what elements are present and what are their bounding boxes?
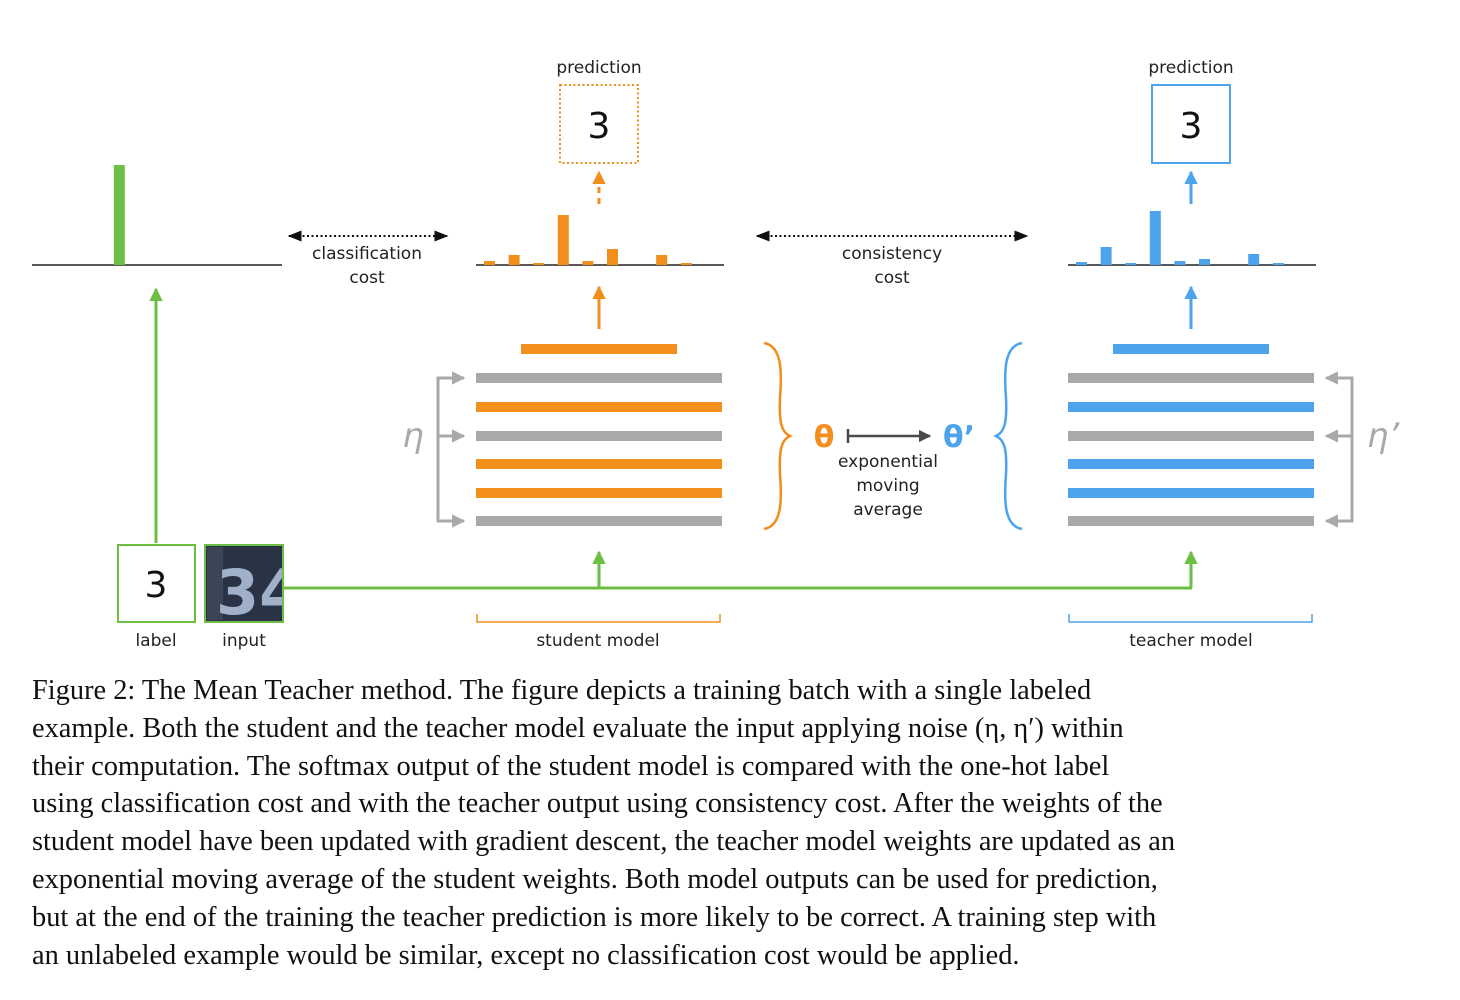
teacher-bar xyxy=(1076,262,1087,265)
teacher-output-layer xyxy=(1113,344,1269,354)
theta-prime-symbol: θ’ xyxy=(943,420,975,455)
student-network xyxy=(476,344,722,526)
teacher-bar xyxy=(1248,254,1260,265)
teacher-noise-layer xyxy=(1068,516,1314,526)
student-bar xyxy=(508,255,520,265)
teacher-softmax-plot xyxy=(1068,211,1316,266)
student-bar xyxy=(582,261,594,265)
student-model-bracket xyxy=(476,614,721,623)
teacher-noise-layer xyxy=(1068,431,1314,441)
student-output-layer xyxy=(521,344,677,354)
label-one-hot-plot xyxy=(32,165,282,266)
student-noise-layer xyxy=(476,373,722,383)
student-noise-layer xyxy=(476,431,722,441)
teacher-bars xyxy=(1076,211,1284,265)
teacher-noise-bracket xyxy=(1324,371,1354,528)
teacher-weights-brace xyxy=(992,341,1023,531)
caption-line: example. Both the student and the teache… xyxy=(32,712,1124,744)
teacher-prediction-value: 3 xyxy=(1180,106,1203,147)
teacher-hidden-layer xyxy=(1068,402,1314,412)
teacher-prediction-label: prediction xyxy=(1148,58,1233,78)
student-bar xyxy=(557,215,569,265)
figure-caption: Figure 2: The Mean Teacher method. The f… xyxy=(32,672,1400,974)
student-bar xyxy=(680,263,692,265)
consistency-cost-label-1: consistency xyxy=(842,244,942,264)
caption-line: but at the end of the training the teach… xyxy=(32,901,1157,933)
teacher-bar xyxy=(1125,263,1137,265)
student-bar xyxy=(533,263,545,265)
theta-symbol: θ xyxy=(814,420,835,455)
ema-label-2: moving xyxy=(856,476,919,496)
student-bars xyxy=(484,215,692,265)
teacher-hidden-layer xyxy=(1068,488,1314,498)
student-bar xyxy=(484,261,495,265)
eta-prime-symbol: η’ xyxy=(1367,416,1401,456)
student-prediction-value: 3 xyxy=(588,106,611,147)
caption-line: student model have been updated with gra… xyxy=(32,826,1176,858)
input-image-digits: 34 xyxy=(216,556,302,629)
caption-line: Figure 2: The Mean Teacher method. The f… xyxy=(32,675,1092,706)
caption-line: using classification cost and with the t… xyxy=(32,788,1163,820)
student-noise-bracket xyxy=(436,371,466,528)
label-box xyxy=(117,544,196,623)
teacher-noise-layer xyxy=(1068,373,1314,383)
label-bars xyxy=(113,165,125,265)
consistency-cost-label-2: cost xyxy=(874,268,910,288)
student-softmax-plot xyxy=(476,215,724,266)
teacher-bar xyxy=(1199,259,1210,265)
teacher-prediction-box xyxy=(1151,84,1231,164)
ema-label-3: average xyxy=(853,500,923,520)
mean-teacher-diagram: classification cost prediction 3 consist… xyxy=(32,58,1401,651)
student-bar xyxy=(656,255,668,265)
caption-line: exponential moving average of the studen… xyxy=(32,863,1158,895)
ema-label-1: exponential xyxy=(838,452,938,472)
label-bar xyxy=(113,165,125,265)
teacher-network xyxy=(1068,344,1314,526)
student-weights-brace xyxy=(763,341,794,531)
student-model-caption: student model xyxy=(536,631,659,651)
teacher-bar xyxy=(1149,211,1161,265)
student-prediction-box xyxy=(559,84,639,164)
caption-line: an unlabeled example would be similar, e… xyxy=(32,939,1020,971)
teacher-bar xyxy=(1272,263,1284,265)
input-image: 34 xyxy=(204,544,302,629)
label-value: 3 xyxy=(145,565,168,606)
student-hidden-layer xyxy=(476,488,722,498)
teacher-bar xyxy=(1100,247,1112,265)
caption-line: their computation. The softmax output of… xyxy=(32,750,1110,782)
input-caption: input xyxy=(222,631,266,651)
teacher-bar xyxy=(1174,261,1186,265)
teacher-model-bracket xyxy=(1068,614,1313,623)
student-noise-layer xyxy=(476,516,722,526)
student-hidden-layer xyxy=(476,402,722,412)
teacher-hidden-layer xyxy=(1068,459,1314,469)
eta-symbol: η xyxy=(402,416,424,456)
teacher-model-caption: teacher model xyxy=(1129,631,1252,651)
student-prediction-label: prediction xyxy=(556,58,641,78)
student-bar xyxy=(607,249,618,265)
student-hidden-layer xyxy=(476,459,722,469)
classification-cost-label-1: classification xyxy=(312,244,422,264)
classification-cost-label-2: cost xyxy=(349,268,385,288)
label-caption: label xyxy=(135,631,176,651)
